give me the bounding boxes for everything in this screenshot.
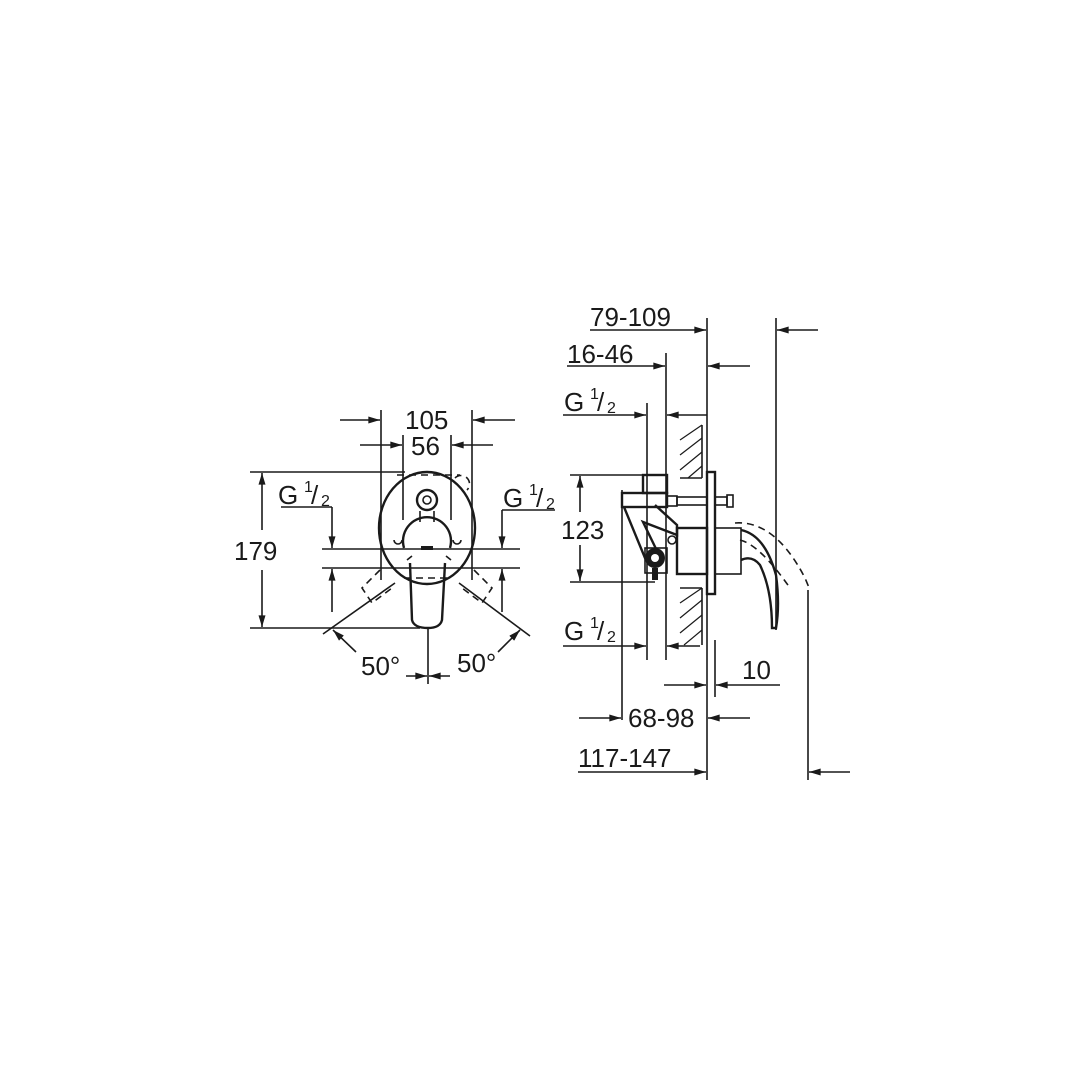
svg-text:1: 1: [304, 479, 313, 496]
svg-text:G: G: [278, 480, 298, 510]
svg-text:/: /: [597, 616, 605, 646]
svg-text:2: 2: [321, 493, 330, 510]
front-view: 105 56 179 G 1 / 2: [234, 405, 555, 684]
svg-text:2: 2: [546, 496, 555, 513]
svg-text:/: /: [597, 387, 605, 417]
svg-text:68-98: 68-98: [628, 703, 695, 733]
dimension-105: 105: [340, 405, 515, 580]
angle-dimensions: 50° 50°: [322, 582, 531, 684]
dim-label-105: 105: [405, 405, 448, 435]
svg-text:2: 2: [607, 400, 616, 417]
svg-text:/: /: [536, 483, 544, 513]
svg-text:G: G: [503, 483, 523, 513]
side-view: 79-109 16-46 G 1 / 2: [561, 302, 850, 780]
thread-label-top: G 1 / 2: [563, 386, 707, 419]
dimension-68-98: 68-98: [579, 703, 750, 733]
dimension-56: 56: [360, 431, 493, 520]
svg-text:123: 123: [561, 515, 604, 545]
svg-text:16-46: 16-46: [567, 339, 634, 369]
svg-text:79-109: 79-109: [590, 302, 671, 332]
dim-label-179: 179: [234, 536, 277, 566]
svg-text:1: 1: [590, 615, 599, 632]
dimension-16-46: 16-46: [567, 339, 750, 370]
svg-text:2: 2: [607, 629, 616, 646]
dimension-117-147: 117-147: [578, 743, 850, 776]
dimension-123: 123: [561, 474, 655, 583]
svg-text:1: 1: [590, 386, 599, 403]
svg-text:10: 10: [742, 655, 771, 685]
thread-label-right: G 1 / 2: [498, 482, 555, 612]
dimension-79-109: 79-109: [590, 302, 818, 334]
wall-hatching: [679, 424, 703, 646]
svg-text:G: G: [564, 616, 584, 646]
thread-label-bottom: G 1 / 2: [563, 615, 700, 650]
mixer-side-body: [620, 470, 811, 630]
svg-text:G: G: [564, 387, 584, 417]
svg-text:1: 1: [529, 482, 538, 499]
dim-label-56: 56: [411, 431, 440, 461]
dimension-179: 179: [234, 471, 420, 629]
angle-label-right: 50°: [457, 648, 496, 678]
svg-text:/: /: [311, 480, 319, 510]
svg-text:117-147: 117-147: [578, 743, 672, 773]
angle-label-left: 50°: [361, 651, 400, 681]
dimension-10: 10: [664, 655, 780, 689]
thread-label-left: G 1 / 2: [278, 479, 520, 612]
